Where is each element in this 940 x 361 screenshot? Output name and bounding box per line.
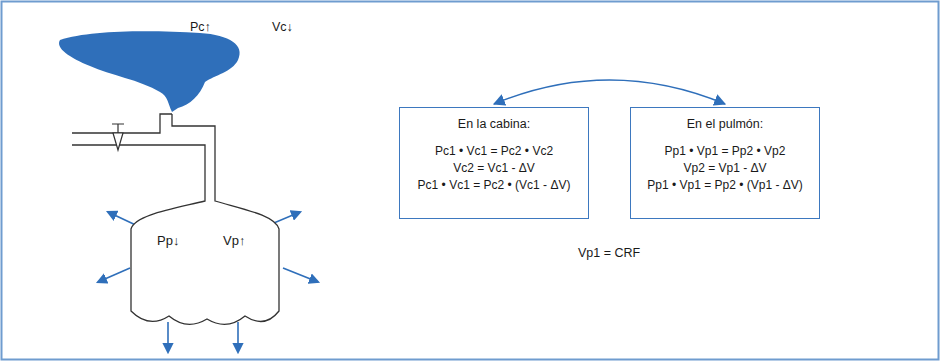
equation-line: Pp1 • Vp1 = Pp2 • Vp2 — [641, 143, 809, 160]
box-heading: En la cabina: — [410, 116, 578, 133]
lung-label: Pp↓ — [157, 233, 179, 248]
lung-shape: Pp↓ Vp↑ — [127, 183, 283, 333]
equation-line: Vp2 = Vp1 - ΔV — [641, 160, 809, 177]
lung-label: Vp↑ — [223, 233, 245, 248]
lung-outline — [127, 183, 283, 333]
head-silhouette — [59, 31, 240, 112]
valve-symbol — [112, 124, 124, 150]
equation-line: Pc1 • Vc1 = Pc2 • Vc2 — [410, 143, 578, 160]
equation-line: Pp1 • Vp1 = Pp2 • (Vp1 - ΔV) — [641, 177, 809, 194]
equation-box: En la cabina: Pc1 • Vc1 = Pc2 • Vc2Vc2 = … — [399, 107, 589, 219]
pressure-volume-label: Vc↓ — [272, 20, 293, 34]
equation-line: Vc2 = Vc1 - ΔV — [410, 160, 578, 177]
curved-connector — [494, 80, 725, 104]
mouthpiece-tube — [72, 114, 215, 183]
pressure-volume-label: Pc↑ — [190, 20, 211, 34]
note-label: Vp1 = CRF — [578, 246, 640, 260]
equation-box: En el pulmón: Pp1 • Vp1 = Pp2 • Vp2Vp2 = … — [630, 107, 820, 219]
box-heading: En el pulmón: — [641, 116, 809, 133]
equation-line: Pc1 • Vc1 = Pc2 • (Vc1 - ΔV) — [410, 177, 578, 194]
